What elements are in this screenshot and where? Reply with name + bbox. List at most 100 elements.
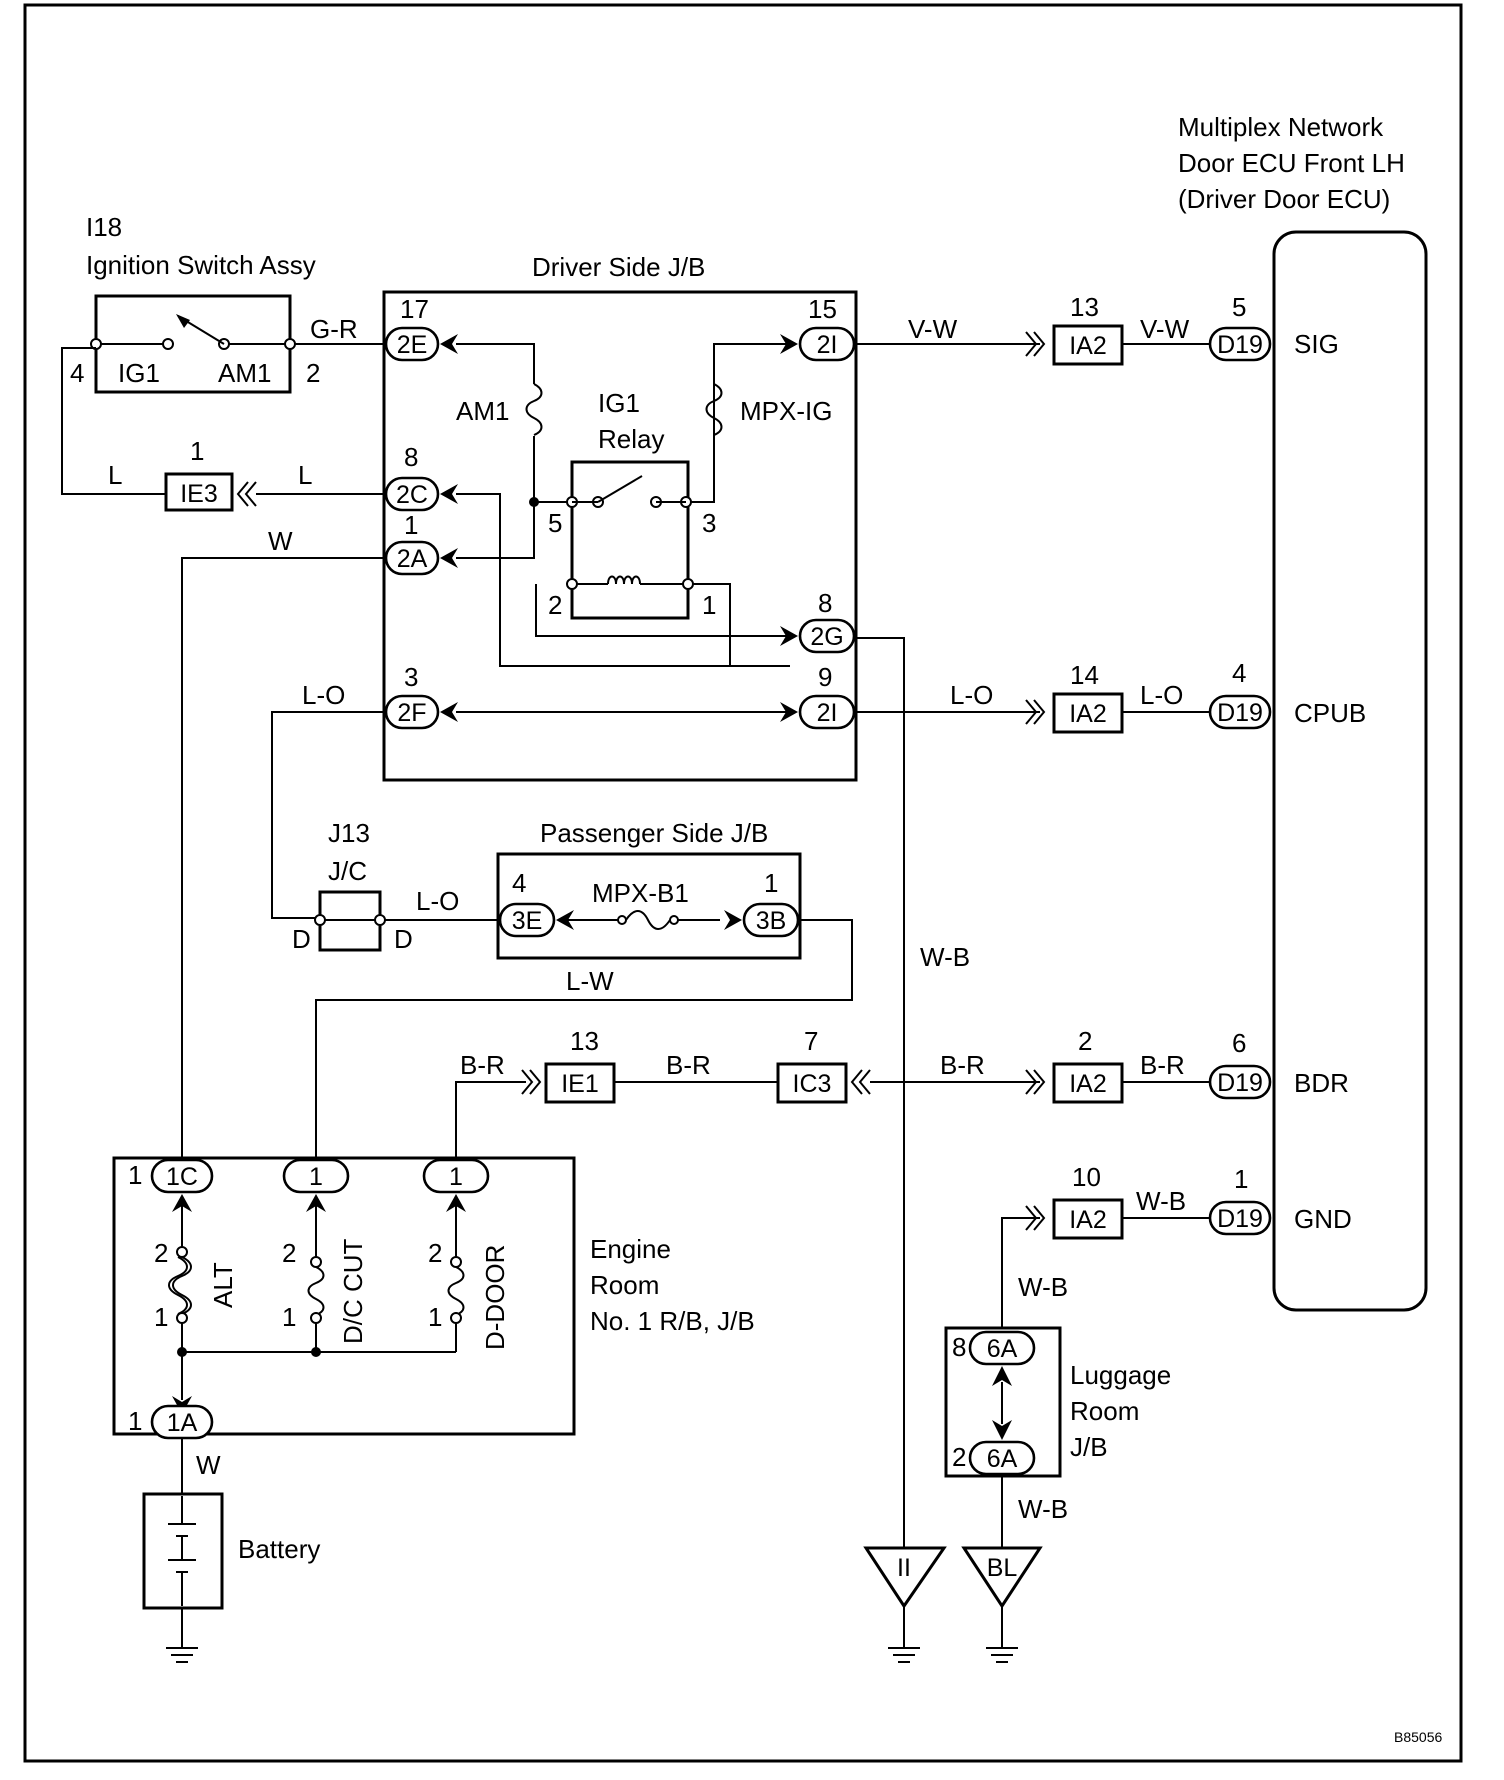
connector-3b: 1 3B xyxy=(724,868,800,938)
wire-label-wb-luggage-bottom: W-B xyxy=(1018,1494,1068,1524)
wire-label-lo-left: L-O xyxy=(302,680,345,710)
fuse-d-door-pin-top: 2 xyxy=(428,1238,442,1268)
connector-ia2-gnd: 10 IA2 xyxy=(1052,1162,1124,1240)
ecu-gnd-pin: 1 xyxy=(1234,1164,1248,1194)
ia2-bdr-pin: 2 xyxy=(1078,1026,1092,1056)
connector-ie1: 13 IE1 xyxy=(544,1026,616,1104)
luggage-title-line1: Luggage xyxy=(1070,1360,1171,1390)
wire-label-gr: G-R xyxy=(310,314,358,344)
ecu-terminal-bdr: 6 D19 BDR xyxy=(1208,1028,1349,1100)
connector-2a: 1 2A xyxy=(384,510,458,576)
connector-6a-top: 8 6A xyxy=(952,1330,1036,1366)
ecu-sig-name: SIG xyxy=(1294,329,1339,359)
relay-pin-1: 1 xyxy=(702,590,716,620)
ground-symbol-battery xyxy=(166,1608,198,1663)
wire-label-wb-vertical: W-B xyxy=(920,942,970,972)
connector-d-door-label: 1 xyxy=(449,1163,463,1191)
connector-1a: 1 1A xyxy=(128,1396,214,1440)
ia2-sig-pin: 13 xyxy=(1070,292,1099,322)
connector-2f: 3 2F xyxy=(384,662,458,730)
wire-label-lw: L-W xyxy=(566,966,614,996)
relay-pin-2: 2 xyxy=(548,590,562,620)
connector-ia2-bdr: 2 IA2 xyxy=(1052,1026,1124,1104)
ecu-cpub-pin: 4 xyxy=(1232,658,1246,688)
battery-label: Battery xyxy=(238,1534,320,1564)
ecu-terminal-sig: 5 D19 SIG xyxy=(1208,292,1339,362)
ecu-cpub-connector: D19 xyxy=(1217,699,1263,727)
ic3-pin: 7 xyxy=(804,1026,818,1056)
ic3-label: IC3 xyxy=(793,1070,832,1098)
relay-label-ig1: IG1 xyxy=(598,388,640,418)
engine-room-rb-jb: Engine Room No. 1 R/B, J/B 1 1C 1 1 2 1 xyxy=(112,1156,755,1440)
connector-ic3: 7 IC3 xyxy=(776,1026,871,1104)
wire-label-vw: V-W xyxy=(908,314,958,344)
connector-2i-top-pin: 15 xyxy=(808,294,837,324)
luggage-title-line3: J/B xyxy=(1070,1432,1108,1462)
connector-3e-label: 3E xyxy=(512,907,543,935)
wire-label-wb-luggage-top: W-B xyxy=(1018,1272,1068,1302)
connector-ia2-sig: 13 IA2 xyxy=(1052,292,1124,366)
engine-room-title-line1: Engine xyxy=(590,1234,671,1264)
wire-label-vw-ecu: V-W xyxy=(1140,314,1190,344)
switch-pin-right: 2 xyxy=(306,358,320,388)
engine-room-title-line2: Room xyxy=(590,1270,659,1300)
connector-ie3: 1 IE3 xyxy=(164,436,257,512)
jc-pin-right: D xyxy=(394,924,413,954)
ecu-bdr-pin: 6 xyxy=(1232,1028,1246,1058)
ie1-pin: 13 xyxy=(570,1026,599,1056)
luggage-title-line2: Room xyxy=(1070,1396,1139,1426)
wire-label-br1: B-R xyxy=(460,1050,505,1080)
ground-point-bl: BL xyxy=(961,1546,1043,1663)
ecu-sig-connector: D19 xyxy=(1217,331,1263,359)
connector-6a-top-pin: 8 xyxy=(952,1332,966,1362)
connector-2a-pin: 1 xyxy=(404,510,418,540)
connector-6a-bottom: 2 6A xyxy=(952,1440,1036,1476)
ignition-switch: I18 Ignition Switch Assy IG1 AM1 4 2 xyxy=(70,212,320,394)
switch-pin-left: 4 xyxy=(70,358,84,388)
fuse-alt-pin-bottom: 1 xyxy=(154,1302,168,1332)
ia2-bdr-label: IA2 xyxy=(1069,1070,1107,1098)
figure-code: B85056 xyxy=(1394,1729,1442,1745)
fuse-mpx-b1-label: MPX-B1 xyxy=(592,878,689,908)
ia2-gnd-pin: 10 xyxy=(1072,1162,1101,1192)
ground-ii-label: II xyxy=(897,1554,911,1582)
connector-1c: 1 1C xyxy=(128,1158,214,1212)
ie3-label: IE3 xyxy=(180,480,218,508)
connector-ia2-cpub: 14 IA2 xyxy=(1052,660,1124,734)
connector-2c-label: 2C xyxy=(396,481,428,509)
fuse-dc-cut-pin-top: 2 xyxy=(282,1238,296,1268)
junction-connector-j13: J13 J/C D D xyxy=(292,818,413,954)
ecu-title-line2: Door ECU Front LH xyxy=(1178,148,1405,178)
fuse-dc-cut-label: D/C CUT xyxy=(338,1238,368,1344)
ecu-cpub-name: CPUB xyxy=(1294,698,1366,728)
ie3-pin: 1 xyxy=(190,436,204,466)
connector-6a-bottom-pin: 2 xyxy=(952,1442,966,1472)
fuse-alt-pin-top: 2 xyxy=(154,1238,168,1268)
connector-2i-bottom-pin: 9 xyxy=(818,662,832,692)
fuse-d-door-pin-bottom: 1 xyxy=(428,1302,442,1332)
fuse-mpx-ig-label: MPX-IG xyxy=(740,396,832,426)
ground-bl-label: BL xyxy=(987,1554,1018,1582)
wire-label-w-top: W xyxy=(268,526,293,556)
switch-contact-am1: AM1 xyxy=(218,358,271,388)
connector-dc-cut: 1 xyxy=(282,1158,350,1212)
connector-1c-pin: 1 xyxy=(128,1160,142,1190)
connector-1a-label: 1A xyxy=(167,1409,198,1437)
ecu-bdr-connector: D19 xyxy=(1217,1069,1263,1097)
battery: Battery xyxy=(142,1492,320,1610)
ie1-label: IE1 xyxy=(561,1070,599,1098)
ia2-gnd-label: IA2 xyxy=(1069,1206,1107,1234)
connector-2e-label: 2E xyxy=(397,331,428,359)
fuse-d-door-label: D-DOOR xyxy=(480,1245,510,1350)
fuse-alt-label: ALT xyxy=(208,1262,238,1308)
ecu-title-line3: (Driver Door ECU) xyxy=(1178,184,1390,214)
wire-label-lo-ecu: L-O xyxy=(1140,680,1183,710)
connector-6a-top-label: 6A xyxy=(987,1335,1018,1363)
connector-2f-label: 2F xyxy=(397,699,426,727)
connector-6a-bottom-label: 6A xyxy=(987,1445,1018,1473)
connector-2i-bottom: 9 2I xyxy=(780,662,856,730)
connector-dc-cut-label: 1 xyxy=(309,1163,323,1191)
jc-code: J13 xyxy=(328,818,370,848)
switch-contact-ig1: IG1 xyxy=(118,358,160,388)
